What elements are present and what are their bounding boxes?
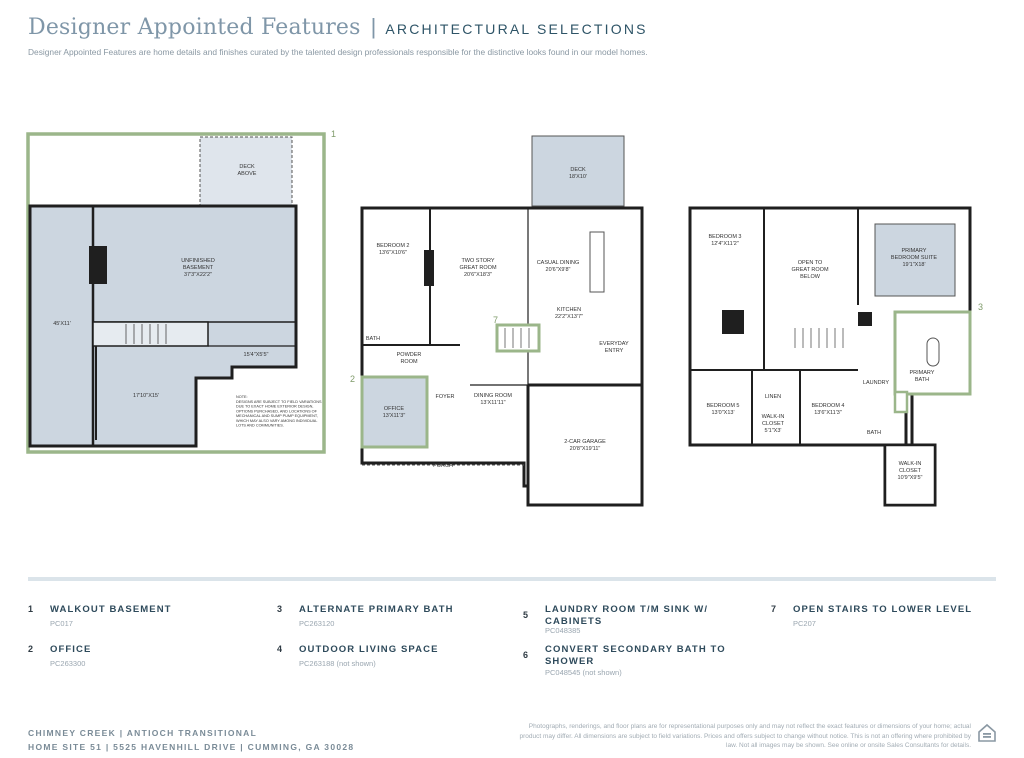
intro-text: Designer Appointed Features are home det… xyxy=(28,47,648,57)
feature-code: PC263120 xyxy=(299,619,335,628)
office-highlight xyxy=(360,375,429,449)
title-separator: | xyxy=(370,14,377,39)
feature-code: PC048545 (not shown) xyxy=(545,668,622,677)
label-linen: LINEN xyxy=(765,394,781,400)
feature-name: WALKOUT BASEMENT xyxy=(50,604,172,615)
address-line: HOME SITE 51 | 5525 HAVENHILL DRIVE | CU… xyxy=(28,742,355,752)
feature-number: 2 xyxy=(28,644,34,654)
callout-3: 3 xyxy=(978,302,983,312)
feature-code: PC048385 xyxy=(545,626,581,635)
upper-floor-plan xyxy=(688,206,972,507)
label-basement-lower: 17'10"X15' xyxy=(133,393,159,399)
community-line: CHIMNEY CREEK | ANTIOCH TRANSITIONAL xyxy=(28,728,258,738)
basement-note: NOTE:DESIGNS ARE SUBJECT TO FIELD VARIAT… xyxy=(236,395,322,428)
feature-number: 6 xyxy=(523,650,529,660)
open-stairs-highlight xyxy=(495,323,541,353)
label-foyer: FOYER xyxy=(436,394,455,400)
label-basement-left: 45'X11' xyxy=(53,321,71,327)
callout-2: 2 xyxy=(350,374,355,384)
feature-code: PC263188 (not shown) xyxy=(299,659,376,668)
label-bath-main: BATH xyxy=(366,336,380,342)
feature-number: 1 xyxy=(28,604,34,614)
feature-number: 3 xyxy=(277,604,283,614)
feature-code: PC207 xyxy=(793,619,816,628)
callout-7: 7 xyxy=(493,315,498,325)
feature-number: 5 xyxy=(523,610,529,620)
feature-number: 4 xyxy=(277,644,283,654)
feature-name: OFFICE xyxy=(50,644,92,655)
feature-number: 7 xyxy=(771,604,777,614)
feature-name: OUTDOOR LIVING SPACE xyxy=(299,644,439,655)
page-title: Designer Appointed Features xyxy=(28,15,361,40)
basement-plan xyxy=(26,132,326,454)
label-basement-right: 15'4"X5'5" xyxy=(244,352,269,358)
page-header: Designer Appointed Features | ARCHITECTU… xyxy=(28,14,648,40)
feature-name: CONVERT SECONDARY BATH TO SHOWER xyxy=(545,644,726,667)
page-subtitle: ARCHITECTURAL SELECTIONS xyxy=(385,21,648,37)
label-porch: PORCH xyxy=(433,463,453,469)
label-bath-upper: BATH xyxy=(867,430,881,436)
feature-code: PC263300 xyxy=(50,659,86,668)
main-floor-plan xyxy=(360,135,644,507)
label-laundry: LAUNDRY xyxy=(863,380,890,386)
community-info: CHIMNEY CREEK | ANTIOCH TRANSITIONAL HOM… xyxy=(28,726,354,754)
section-divider xyxy=(28,577,996,581)
callout-1: 1 xyxy=(331,129,336,139)
laundry-highlight xyxy=(893,390,909,414)
feature-name: LAUNDRY ROOM T/M SINK W/ CABINETS xyxy=(545,604,709,627)
equal-housing-icon xyxy=(978,723,996,742)
feature-name: ALTERNATE PRIMARY BATH xyxy=(299,604,454,615)
feature-name: OPEN STAIRS TO LOWER LEVEL xyxy=(793,604,973,615)
disclaimer: Photographs, renderings, and floor plans… xyxy=(519,723,971,749)
primary-bath-highlight xyxy=(893,310,972,396)
feature-code: PC017 xyxy=(50,619,73,628)
